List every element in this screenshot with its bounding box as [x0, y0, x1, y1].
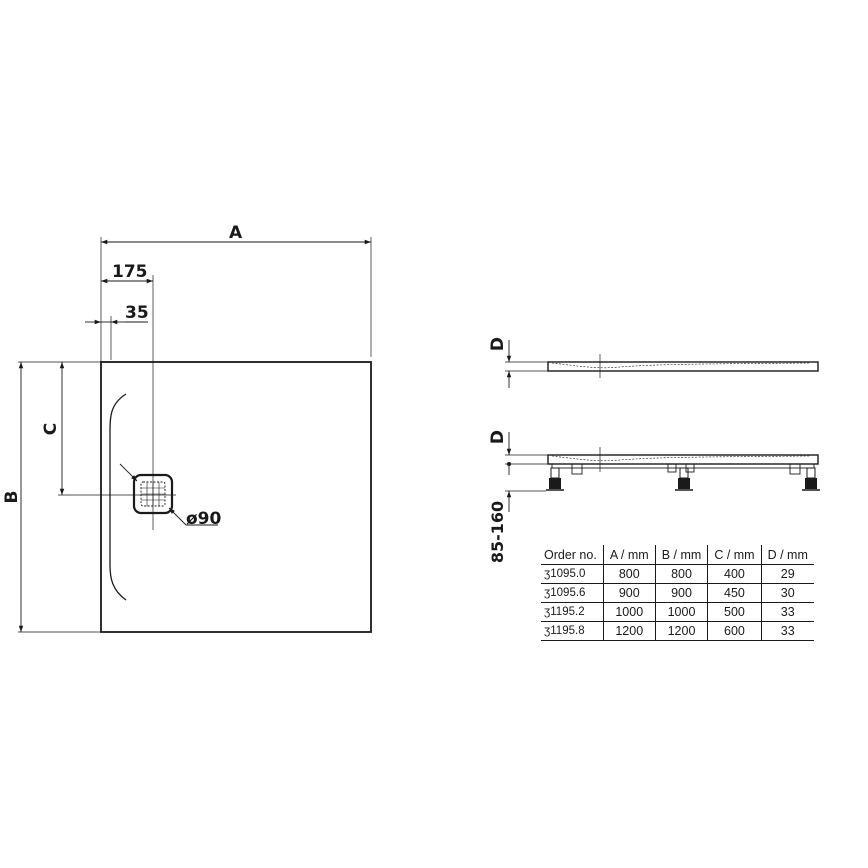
d-cell: 29 [760, 564, 814, 584]
order-no-cell: ʒ1095.0 [541, 564, 604, 584]
header-a-mm: A / mm [602, 545, 656, 565]
a-cell: 800 [602, 564, 656, 584]
c-cell: 600 [707, 621, 762, 641]
b-cell: 1200 [654, 621, 708, 641]
c-cell: 500 [707, 602, 762, 622]
b-cell: 1000 [654, 602, 708, 622]
support-leg [546, 467, 564, 491]
tray-channel-curve [109, 393, 127, 601]
dimension-label-d-legs: D [488, 430, 508, 444]
header-c-mm: C / mm [707, 545, 762, 565]
table-row: ʒ1095.0 800 800 400 29 [541, 564, 814, 584]
b-cell: 800 [654, 564, 708, 584]
table-row: ʒ1195.2 1000 1000 500 33 [541, 602, 814, 622]
table-row: ʒ1195.8 1200 1200 600 33 [541, 621, 814, 641]
a-cell: 1200 [602, 621, 656, 641]
a-cell: 1000 [602, 602, 656, 622]
drain-diameter-label: ø90 [186, 509, 222, 529]
order-no-cell: ʒ1195.8 [541, 621, 604, 641]
tray-outline [100, 361, 372, 633]
plan-view [18, 237, 372, 633]
dimension-label-b: B [2, 491, 22, 504]
dimension-label-35: 35 [125, 303, 149, 323]
b-cell: 900 [654, 583, 708, 603]
d-cell: 30 [760, 583, 814, 603]
support-leg [802, 467, 820, 491]
dimension-label-a: A [229, 223, 243, 243]
a-cell: 900 [602, 583, 656, 603]
dimension-label-c: C [41, 423, 61, 435]
header-d-mm: D / mm [760, 545, 814, 565]
leg-height-label: 85-160 [488, 501, 507, 563]
side-view-with-legs [505, 432, 820, 512]
dimension-label-175: 175 [112, 262, 148, 282]
table-header-row: Order no. A / mm B / mm C / mm D / mm [541, 545, 814, 565]
d-cell: 33 [760, 602, 814, 622]
support-leg [675, 467, 693, 491]
order-no-cell: ʒ1095.6 [541, 583, 604, 603]
header-order-no: Order no. [541, 545, 604, 565]
order-no-cell: ʒ1195.2 [541, 602, 604, 622]
header-b-mm: B / mm [654, 545, 708, 565]
c-cell: 450 [707, 583, 762, 603]
dimension-label-d-flat: D [488, 337, 508, 351]
side-view-flat [505, 340, 819, 388]
c-cell: 400 [707, 564, 762, 584]
dimensions-table: Order no. A / mm B / mm C / mm D / mm ʒ1… [541, 545, 814, 641]
d-cell: 33 [760, 621, 814, 641]
table-row: ʒ1095.6 900 900 450 30 [541, 583, 814, 603]
